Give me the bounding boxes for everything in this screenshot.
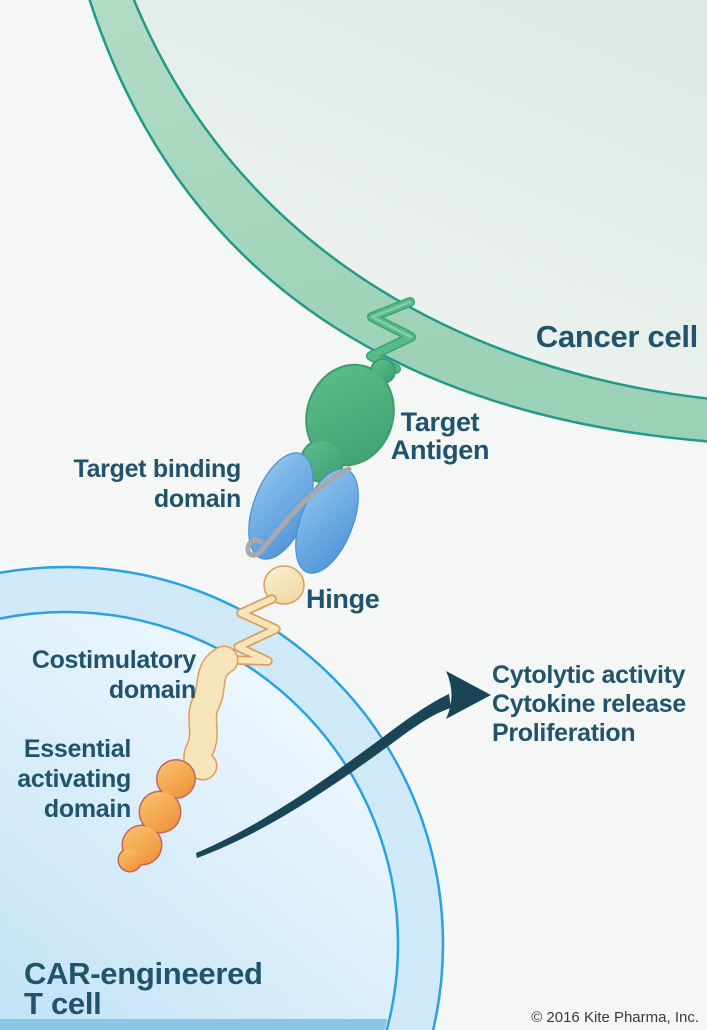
t-cell-label-line2: T cell [24,986,101,1021]
outcomes-label-line2: Cytokine release [492,690,686,718]
target-antigen-label: Target Antigen [391,407,490,465]
bead-bodies [119,760,195,871]
outcomes-label-line3: Proliferation [492,719,635,747]
antigen-spring-sheen [370,300,413,339]
target-antigen-label-line1: Target [401,407,480,437]
essential-label-line3: domain [44,795,131,823]
hinge-label: Hinge [306,584,380,614]
target-binding-domain-label: Target binding domain [73,455,241,513]
costimulatory-domain-label: Costimulatory domain [32,646,197,704]
target-binding-label-line2: domain [154,485,241,513]
essential-activating-domain-shape [117,759,196,873]
signal-arrow-icon [196,671,491,858]
t-cell-label-line1: CAR-engineered [24,956,263,991]
arrow-head [446,671,491,719]
target-antigen-body [302,360,394,481]
transmembrane-spring-icon [227,594,281,666]
target-binding-domain-shape [245,452,359,574]
essential-label-line2: activating [17,765,131,793]
costimulatory-domain-shape [183,645,239,781]
target-antigen-shape [300,358,396,483]
target-antigen-label-line2: Antigen [391,435,489,465]
copyright-notice: © 2016 Kite Pharma, Inc. [531,1009,699,1026]
cancer-cell-label: Cancer cell [536,319,698,354]
t-cell-label: CAR-engineered T cell [24,956,263,1021]
hinge-shape [263,565,305,605]
costimulatory-label-line2: domain [109,676,196,704]
t-cell-bottom-shade [0,1019,396,1030]
linker-loop-icon [245,466,352,558]
costimulatory-body [184,647,237,779]
outcomes-label: Cytolytic activity Cytokine release Prol… [492,661,687,747]
cancer-cell-membrane [88,0,707,443]
essential-activating-domain-label: Essential activating domain [17,735,131,823]
costimulatory-label-line1: Costimulatory [32,646,197,674]
t-cell-interior [0,610,400,1030]
transmembrane-spring-body [229,596,279,664]
target-binding-label-line1: Target binding [73,455,241,483]
outcomes-label-line1: Cytolytic activity [492,661,686,689]
cancer-cell-interior [134,0,707,399]
arrow-swoosh [196,694,451,858]
essential-label-line1: Essential [24,735,131,763]
